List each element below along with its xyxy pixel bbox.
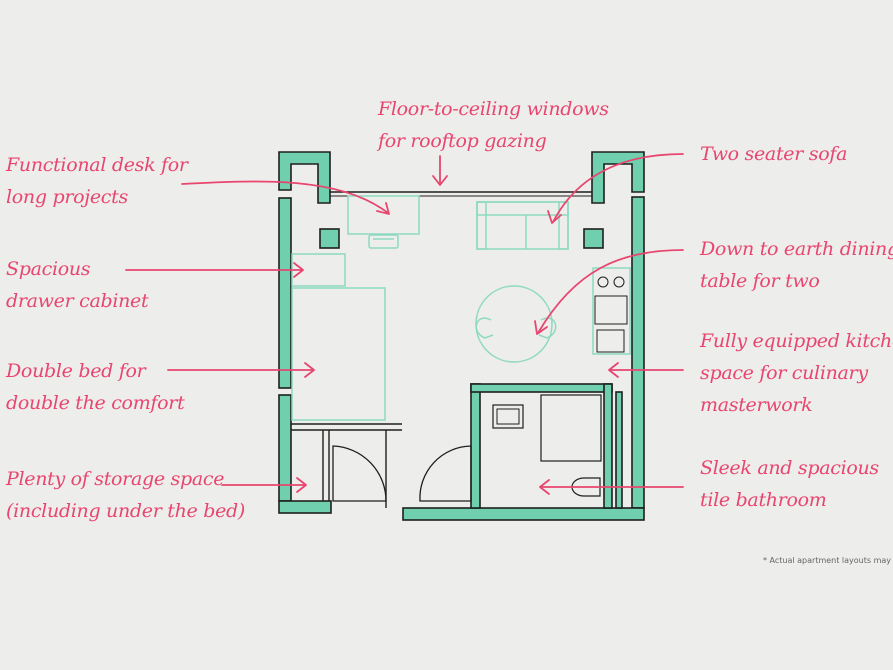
label-desk-line2: long projects	[6, 186, 128, 208]
label-windows-line2: for rooftop gazing	[378, 130, 547, 152]
kitchen-counter	[592, 267, 631, 355]
doors	[332, 445, 472, 502]
label-bathroom-line2: tile bathroom	[700, 489, 827, 511]
label-bed-line2: double the comfort	[6, 392, 185, 414]
bathroom-sink	[492, 404, 524, 429]
label-bathroom-line1: Sleek and spacious	[700, 457, 879, 479]
hob-ring	[613, 276, 625, 288]
arrow-bathroom	[539, 479, 684, 495]
wall-top-right	[591, 151, 645, 204]
label-bathroom: Sleek and spacious tile bathroom	[700, 452, 879, 516]
dining-table	[475, 285, 553, 363]
label-storage-line1: Plenty of storage space	[6, 468, 225, 490]
furniture	[291, 195, 631, 497]
pillar-left	[319, 228, 340, 249]
arrow-windows	[432, 155, 448, 186]
label-kitchen-line1: Fully equipped kitchen	[700, 330, 893, 352]
double-bed	[291, 287, 386, 421]
desk	[347, 195, 420, 235]
wall-bottom-right	[402, 507, 645, 521]
wall-top-left	[278, 151, 331, 204]
hob-ring	[597, 276, 609, 288]
label-storage-line2: (including under the bed)	[6, 500, 245, 522]
label-storage: Plenty of storage space (including under…	[6, 463, 245, 527]
arrow-bed	[167, 362, 315, 378]
label-dining: Down to earth dining table for two	[700, 233, 893, 297]
label-bed: Double bed for double the comfort	[6, 355, 185, 419]
pillar-right	[583, 228, 604, 249]
arrow-kitchen	[608, 362, 684, 378]
wall-bathroom-right	[603, 383, 613, 509]
wall-kitchen-partition	[615, 391, 623, 509]
label-desk: Functional desk for long projects	[6, 149, 188, 213]
sofa	[476, 201, 569, 250]
wall-left-upper	[278, 197, 292, 389]
label-dining-line1: Down to earth dining	[700, 238, 893, 260]
label-sofa-line1: Two seater sofa	[700, 143, 848, 165]
arrow-storage	[221, 477, 307, 493]
label-cabinet-line1: Spacious	[6, 258, 91, 280]
label-windows: Floor-to-ceiling windows for rooftop gaz…	[378, 93, 609, 157]
storage-wardrobe	[291, 423, 402, 508]
wall-bottom-left	[278, 500, 332, 514]
label-cabinet-line2: drawer cabinet	[6, 290, 149, 312]
label-sofa: Two seater sofa	[700, 138, 847, 170]
toilet	[571, 477, 601, 497]
oven	[594, 295, 628, 325]
label-windows-line1: Floor-to-ceiling windows	[378, 98, 609, 120]
entry-door	[332, 445, 387, 502]
layout-disclaimer: * Actual apartment layouts may differ	[763, 556, 893, 565]
dining-chair-right	[538, 317, 557, 339]
label-cabinet: Spacious drawer cabinet	[6, 253, 149, 317]
label-bed-line1: Double bed for	[6, 360, 146, 382]
label-kitchen-line3: masterwork	[700, 394, 813, 416]
wall-bathroom-top	[470, 383, 613, 393]
sink	[596, 329, 625, 353]
shower	[540, 394, 602, 462]
label-desk-line1: Functional desk for	[6, 154, 188, 176]
bathroom-door	[419, 445, 472, 502]
wall-bathroom-left	[470, 383, 481, 509]
walls	[278, 151, 645, 521]
desk-chair	[368, 234, 399, 249]
arrow-desk	[181, 180, 390, 215]
label-kitchen: Fully equipped kitchen space for culinar…	[700, 325, 893, 421]
label-dining-line2: table for two	[700, 270, 820, 292]
annotation-arrows	[125, 153, 684, 495]
wall-right	[631, 196, 645, 509]
arrow-dining	[534, 249, 684, 335]
label-kitchen-line2: space for culinary	[700, 362, 868, 384]
arrow-cabinet	[125, 262, 304, 278]
arrow-sofa	[547, 153, 684, 224]
dining-chair-left	[475, 317, 494, 339]
